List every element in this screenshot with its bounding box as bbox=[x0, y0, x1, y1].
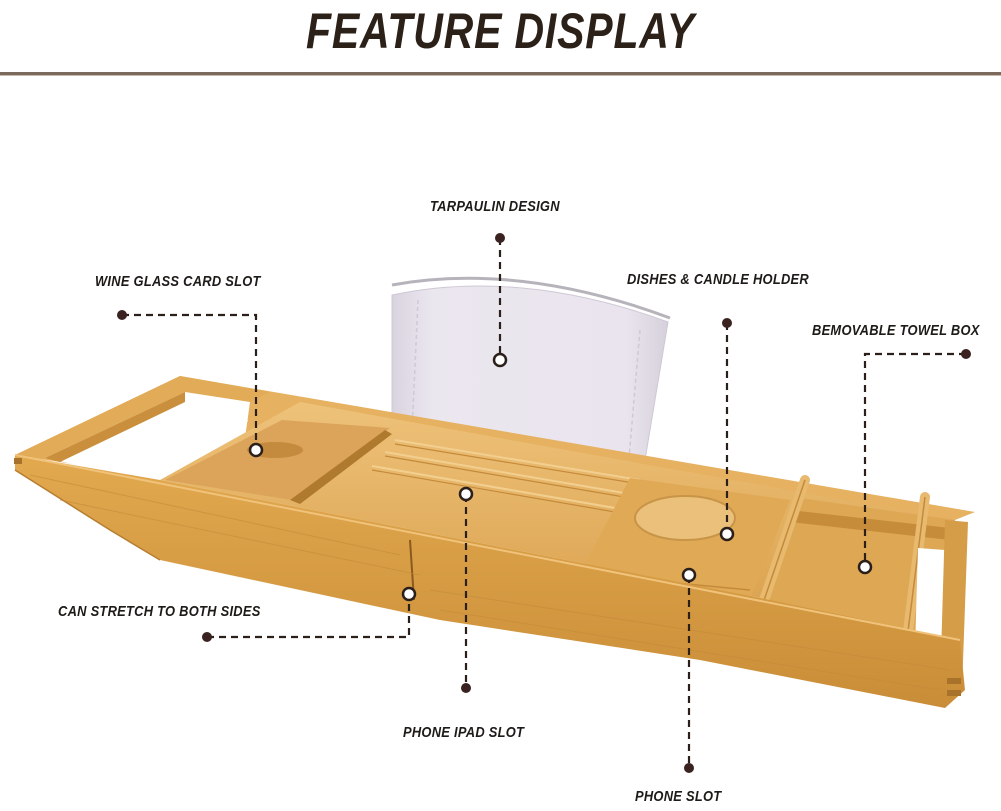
label-removable-towel-box: BEMOVABLE TOWEL BOX bbox=[812, 322, 980, 339]
label-phone-slot: PHONE SLOT bbox=[635, 788, 722, 805]
label-can-stretch-both-sides: CAN STRETCH TO BOTH SIDES bbox=[58, 603, 261, 620]
label-wine-glass-card-slot: WINE GLASS CARD SLOT bbox=[95, 273, 261, 290]
label-tarpaulin-design: TARPAULIN DESIGN bbox=[430, 198, 560, 215]
label-dishes-candle-holder: DISHES & CANDLE HOLDER bbox=[627, 271, 809, 288]
title-divider bbox=[0, 72, 1001, 76]
page-title: FEATURE DISPLAY bbox=[305, 3, 695, 59]
label-phone-ipad-slot: PHONE IPAD SLOT bbox=[403, 724, 525, 741]
